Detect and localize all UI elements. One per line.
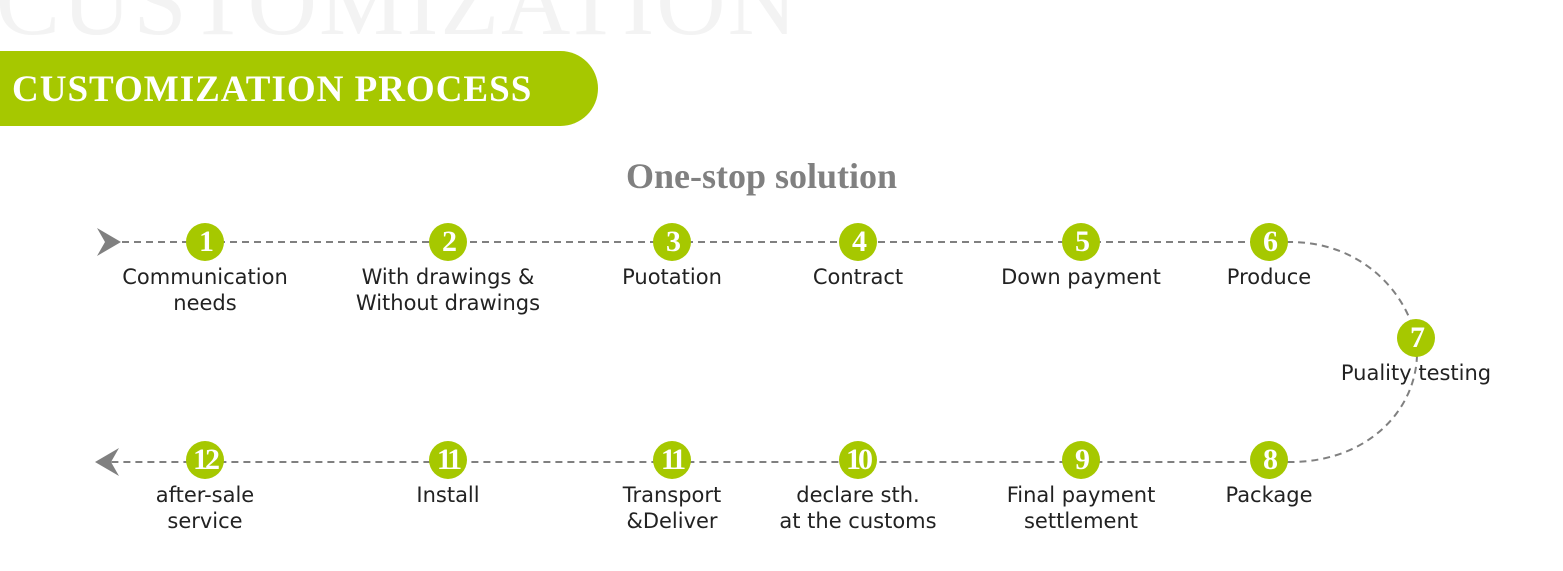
step-label-line: service <box>167 509 243 533</box>
step-label: Contract <box>738 264 978 290</box>
step-label: With drawings &Without drawings <box>328 264 568 316</box>
banner-title: CUSTOMIZATION PROCESS <box>12 69 533 110</box>
step-label: Produce <box>1149 264 1389 290</box>
step-label-line: Contract <box>812 265 904 289</box>
step-label: declare sth.at the customs <box>738 482 978 534</box>
step-label-line: Without drawings <box>355 291 541 315</box>
step-label: Puotation <box>552 264 792 290</box>
end-arrow-icon <box>95 448 119 476</box>
step-label: Package <box>1149 482 1389 508</box>
dashed-flow-line <box>108 241 1419 463</box>
step-label-line: Install <box>416 483 480 507</box>
watermark-text: CUSTOMIZATION <box>0 0 799 55</box>
step-number-badge: 7 <box>1397 319 1435 357</box>
step-label-line: Puality testing <box>1340 361 1492 385</box>
step-number-badge: 2 <box>429 223 467 261</box>
step-label: Transport&Deliver <box>552 482 792 534</box>
step-label-line: Package <box>1225 483 1313 507</box>
step-label-line: Down payment <box>1001 265 1161 289</box>
step-label-line: Puotation <box>622 265 722 289</box>
step-label: Puality testing <box>1316 360 1516 386</box>
step-label-line: settlement <box>1023 509 1138 533</box>
title-banner: CUSTOMIZATION PROCESS <box>0 51 598 126</box>
step-number-badge: 4 <box>839 223 877 261</box>
step-label-line: at the customs <box>779 509 937 533</box>
step-number-badge: 9 <box>1062 441 1100 479</box>
step-number-badge: 11 <box>429 441 467 479</box>
step-number-badge: 6 <box>1250 223 1288 261</box>
step-label: Install <box>328 482 568 508</box>
step-label-line: Communication <box>122 265 288 289</box>
step-label-line: needs <box>173 291 237 315</box>
step-number-badge: 8 <box>1250 441 1288 479</box>
step-label: Down payment <box>961 264 1201 290</box>
step-label-line: Produce <box>1226 265 1312 289</box>
step-number-badge: 3 <box>653 223 691 261</box>
step-label-line: declare sth. <box>796 483 920 507</box>
step-number-badge: 11 <box>653 441 691 479</box>
step-label-line: after-sale <box>155 483 255 507</box>
step-number-badge: 12 <box>186 441 224 479</box>
start-arrow-icon <box>97 228 121 256</box>
step-number-badge: 10 <box>839 441 877 479</box>
step-number-badge: 5 <box>1062 223 1100 261</box>
step-number-badge: 1 <box>186 223 224 261</box>
subtitle: One-stop solution <box>625 156 898 196</box>
step-label-line: Transport <box>622 483 722 507</box>
step-label-line: Final payment <box>1006 483 1156 507</box>
step-label-line: With drawings & <box>361 265 535 289</box>
step-label-line: &Deliver <box>626 509 718 533</box>
